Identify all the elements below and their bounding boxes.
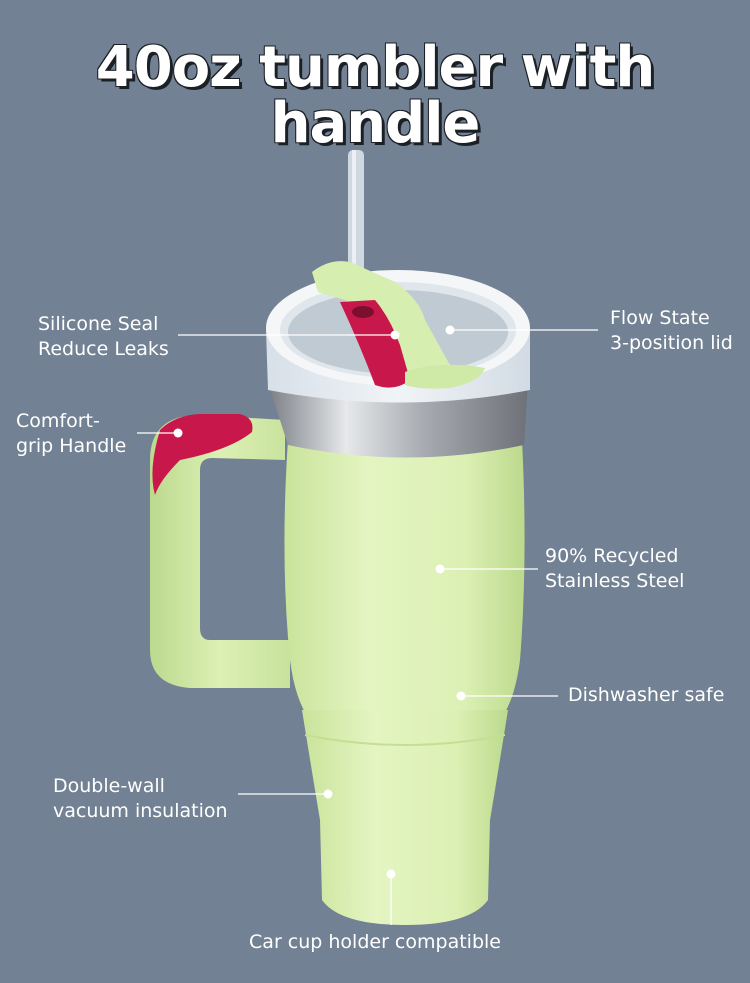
callout-handle-line1: Comfort- — [16, 410, 100, 432]
callout-lines — [137, 325, 598, 925]
page-title: 40oz tumbler with handle — [95, 35, 655, 156]
callout-vacuum-line2: vacuum insulation — [53, 800, 228, 822]
callout-flow-state-lid: Flow State 3-position lid — [610, 306, 733, 356]
callout-lid-line2: 3-position lid — [610, 332, 733, 354]
callout-steel-line2: Stainless Steel — [545, 570, 685, 592]
steel-rim — [268, 383, 528, 458]
lid — [266, 261, 530, 403]
callout-recycled-steel: 90% Recycled Stainless Steel — [545, 544, 684, 594]
callout-silicone-seal: Silicone Seal Reduce Leaks — [38, 312, 169, 362]
callout-car-cup-holder: Car cup holder compatible — [0, 930, 750, 955]
callout-dishwasher-safe: Dishwasher safe — [568, 683, 724, 708]
callout-lid-line1: Flow State — [610, 307, 710, 329]
handle — [150, 414, 290, 688]
callout-seal-line2: Reduce Leaks — [38, 338, 169, 360]
callout-handle-line2: grip Handle — [16, 435, 127, 457]
tumbler-body — [284, 440, 525, 925]
callout-comfort-grip-handle: Comfort- grip Handle — [16, 409, 126, 459]
callout-vacuum-insulation: Double-wall vacuum insulation — [53, 774, 228, 824]
callout-steel-line1: 90% Recycled — [545, 545, 679, 567]
callout-seal-line1: Silicone Seal — [38, 313, 159, 335]
callout-vacuum-line1: Double-wall — [53, 775, 165, 797]
callout-cupholder-text: Car cup holder compatible — [249, 931, 501, 953]
callout-dishwasher-text: Dishwasher safe — [568, 684, 725, 706]
